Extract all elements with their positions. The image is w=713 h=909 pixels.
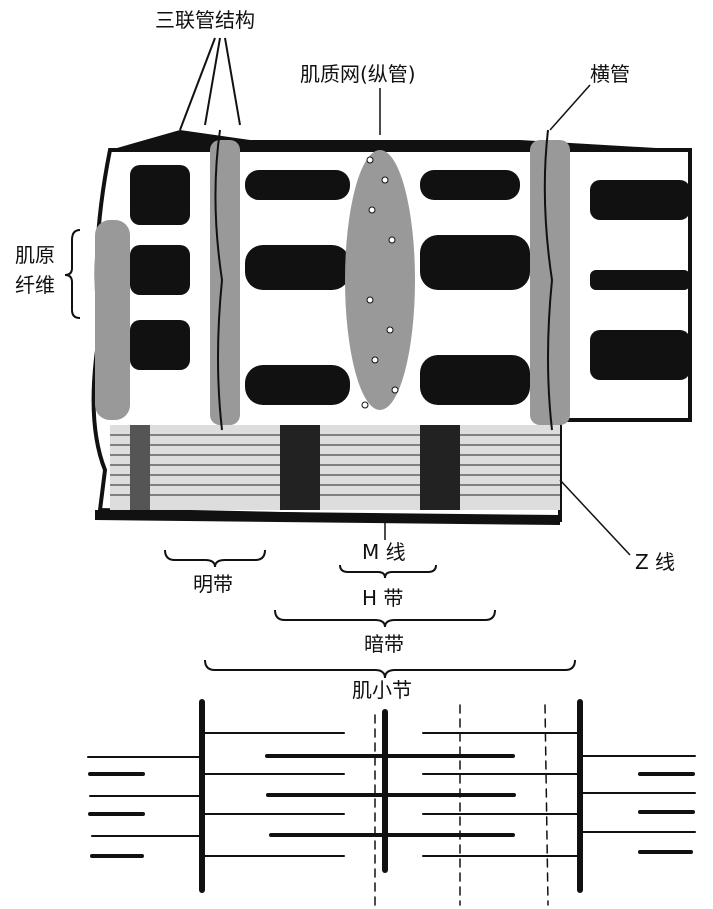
label-h-band: H 带: [362, 586, 404, 610]
label-myofibril-2: 纤维: [15, 273, 55, 297]
label-t-tubule: 横管: [590, 62, 630, 86]
label-myofibril-1: 肌原: [15, 243, 55, 267]
label-i-band: 明带: [193, 572, 233, 596]
label-triad: 三联管结构: [155, 8, 255, 32]
label-sarcomere: 肌小节: [352, 678, 412, 702]
label-sarcoplasmic-reticulum: 肌质网(纵管): [300, 62, 416, 86]
band-braces: [164, 549, 576, 679]
sarcomere-schematic: [87, 699, 696, 906]
thick-filaments: [88, 754, 695, 858]
thin-filaments: [87, 732, 696, 857]
dashed-line: [544, 704, 549, 906]
label-z-line: Z 线: [635, 550, 676, 574]
muscle-fiber-illustration: [64, 37, 692, 556]
label-m-line: M 线: [362, 540, 406, 564]
label-a-band: 暗带: [364, 632, 404, 656]
